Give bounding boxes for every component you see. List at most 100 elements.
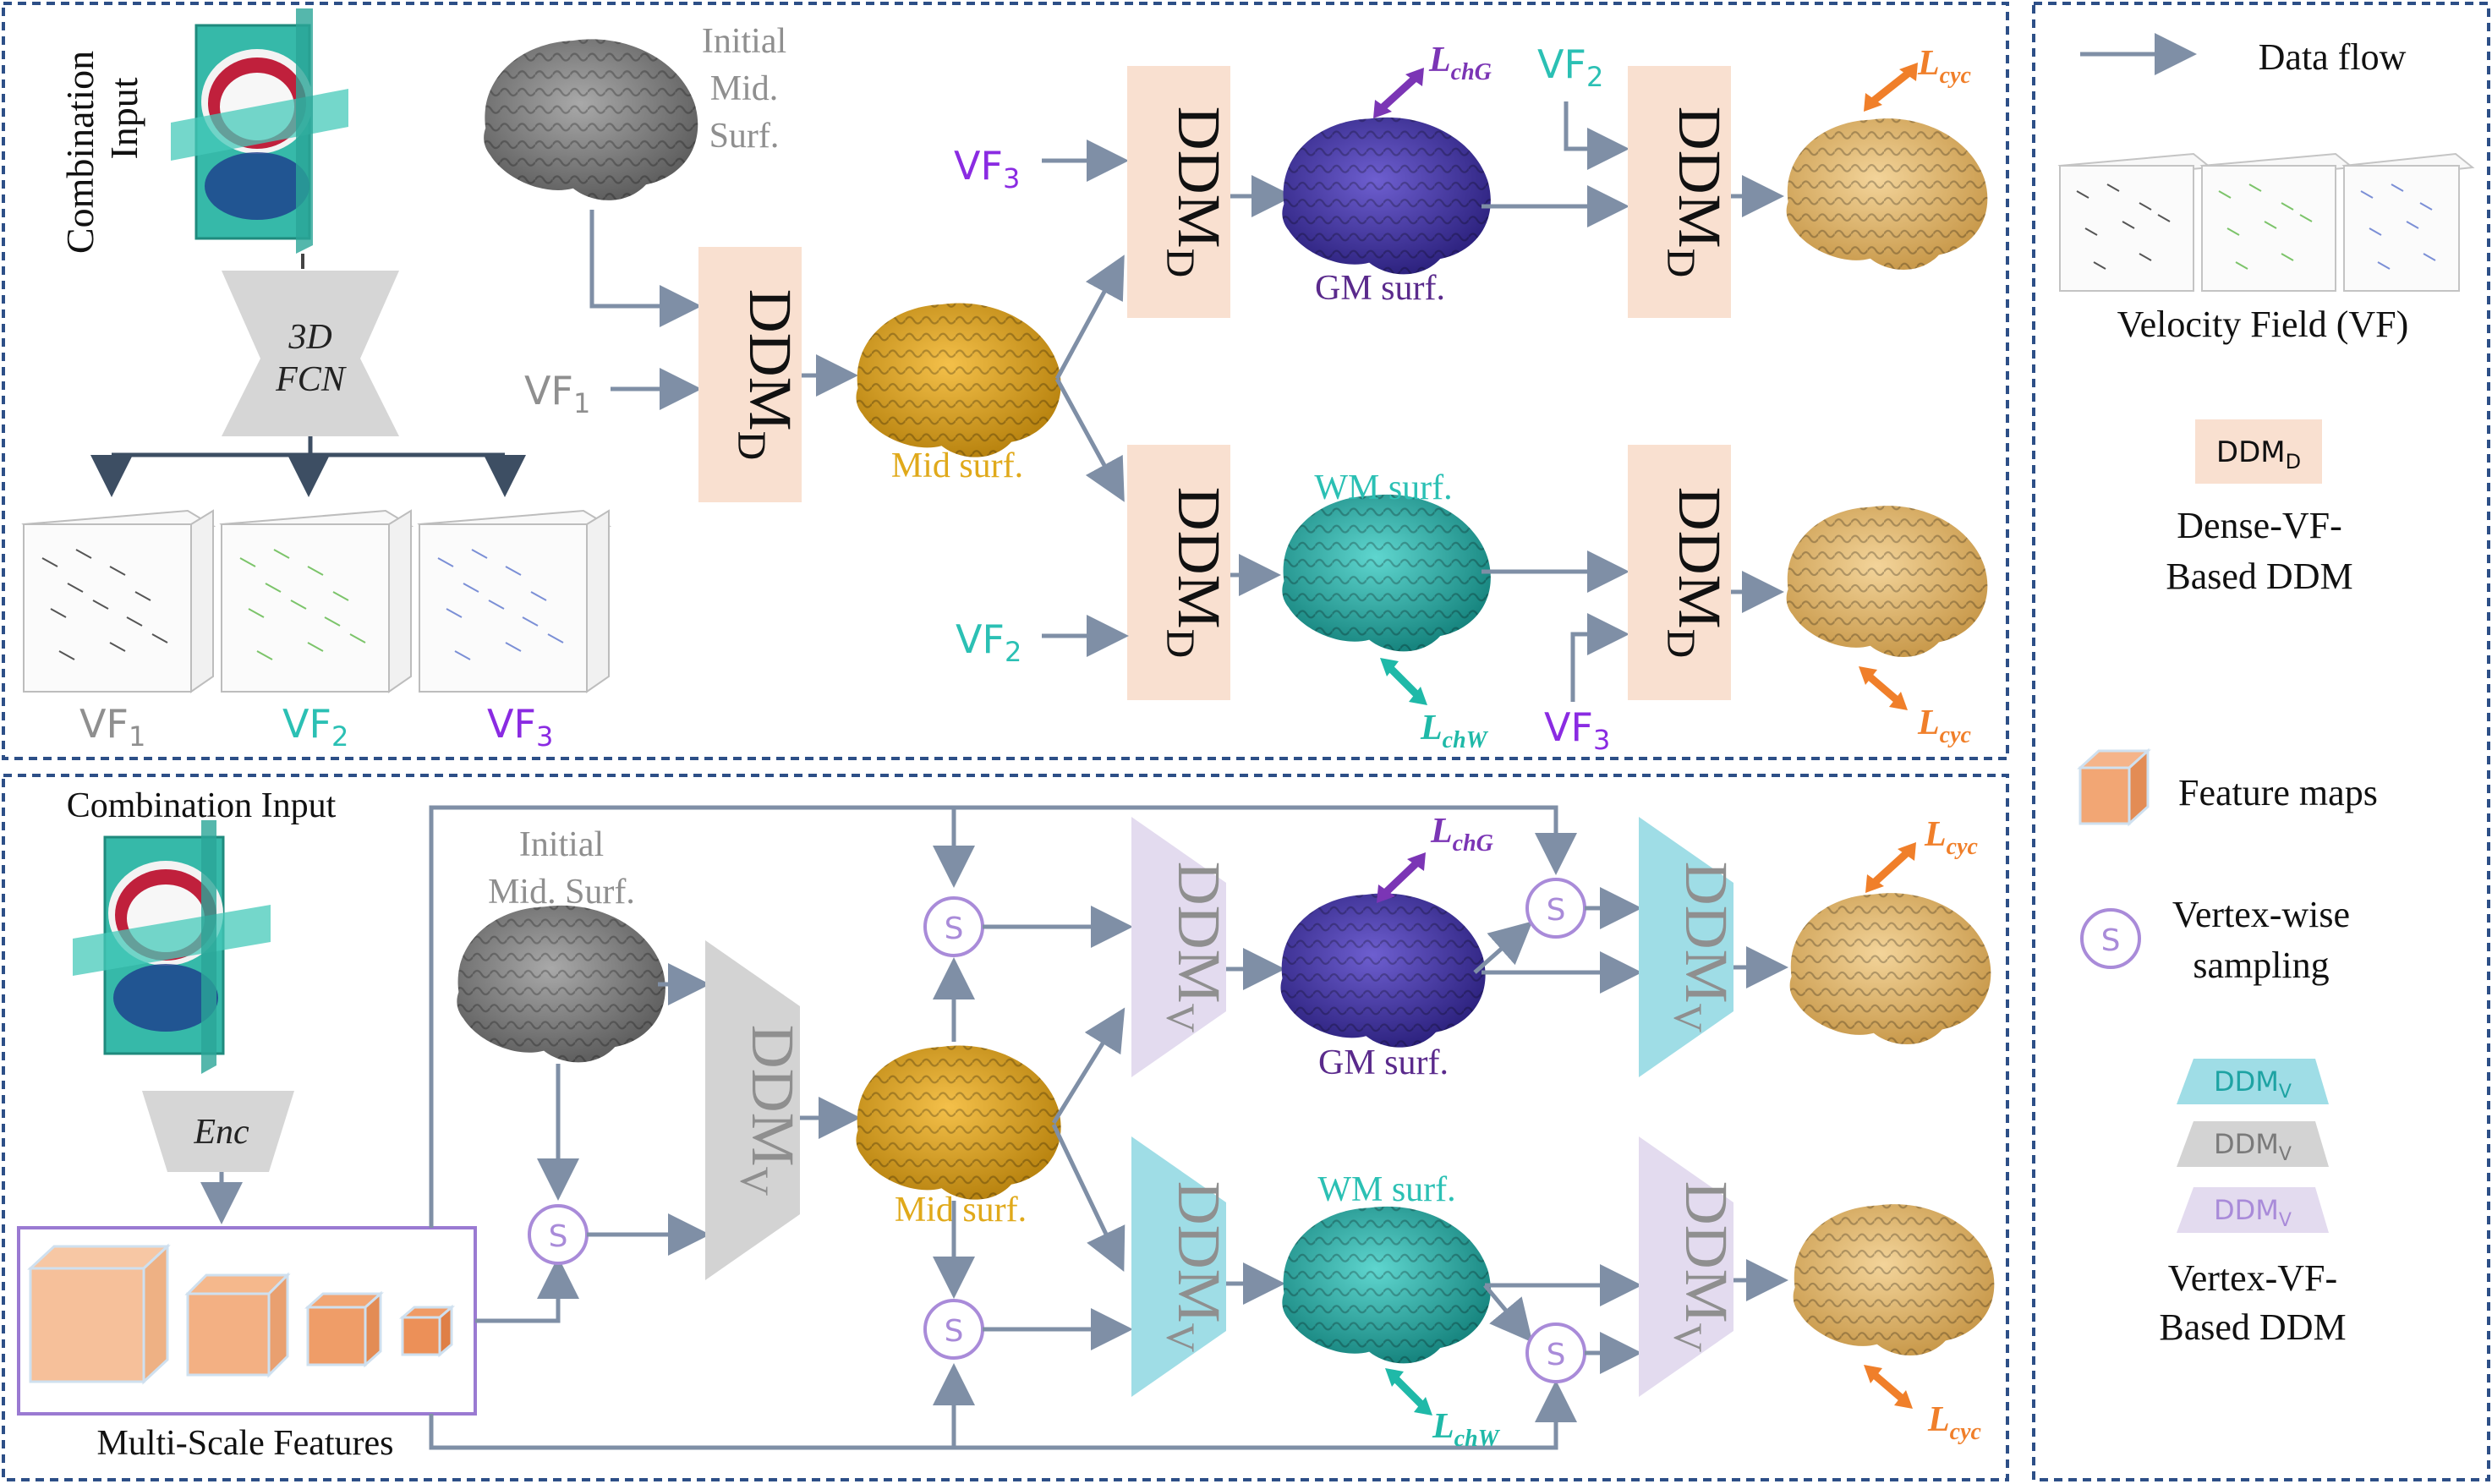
loss-chg-bottom: LchG bbox=[1377, 812, 1493, 903]
loss-chg-top: LchG bbox=[1373, 41, 1492, 118]
svg-text:Initial: Initial bbox=[519, 825, 604, 864]
ddm-v-block-lilac-gm: DDMV bbox=[1131, 817, 1233, 1077]
cube-label-vf2: VF2 bbox=[282, 701, 348, 753]
legend-vertex-vf-label-2: Based DDM bbox=[2159, 1306, 2346, 1348]
feature-line-to-s-init bbox=[475, 1257, 579, 1323]
svg-text:3D: 3D bbox=[288, 318, 331, 357]
vf-cube-gray bbox=[21, 509, 216, 693]
top-combination-input-label: Combination Input bbox=[58, 51, 145, 254]
svg-text:Lcyc: Lcyc bbox=[1927, 1400, 1982, 1445]
svg-text:Mid. Surf.: Mid. Surf. bbox=[488, 873, 635, 912]
sampling-node-gm-in: S bbox=[923, 896, 984, 957]
feature-cube-4 bbox=[398, 1304, 456, 1358]
svg-text:LchW: LchW bbox=[1420, 709, 1489, 753]
svg-text:DDMV: DDMV bbox=[2214, 1065, 2292, 1103]
multi-scale-features-box bbox=[17, 1226, 477, 1416]
loss-cyc-bottom-1: Lcyc bbox=[1865, 815, 1979, 893]
svg-text:DDMD: DDMD bbox=[1158, 487, 1233, 659]
output-surface-bottom-1 bbox=[1789, 893, 1991, 1045]
fcn-block: 3D FCN bbox=[222, 271, 399, 436]
ddm-v-block-gray: DDMV bbox=[705, 940, 807, 1280]
svg-text:DDMV: DDMV bbox=[1158, 1181, 1233, 1353]
gm-surface-top bbox=[1282, 117, 1491, 275]
vf-cube-blue bbox=[417, 509, 612, 693]
output-surface-top-1 bbox=[1786, 118, 1988, 271]
svg-text:Enc: Enc bbox=[193, 1113, 249, 1152]
gm-surface-bottom bbox=[1280, 893, 1486, 1048]
sampling-node-wm-in: S bbox=[923, 1299, 984, 1360]
legend-vertex-vf-label-1: Vertex-VF- bbox=[2168, 1257, 2337, 1299]
arrow-vf2-to-ddm-cyc bbox=[1564, 101, 1629, 170]
svg-text:S: S bbox=[1547, 893, 1566, 928]
loss-cyc-top-2: Lcyc bbox=[1859, 666, 1972, 748]
legend-data-flow-label: Data flow bbox=[2259, 36, 2407, 78]
loss-cyc-bottom-2: Lcyc bbox=[1864, 1365, 1982, 1445]
initial-mid-surf-label-bottom: Initial Mid. Surf. bbox=[488, 825, 635, 912]
mri-volume-bottom bbox=[73, 820, 271, 1074]
wm-surface-bottom bbox=[1282, 1206, 1491, 1364]
svg-text:Mid.: Mid. bbox=[710, 69, 779, 108]
feature-cube-1 bbox=[27, 1243, 171, 1385]
arrow-mid-to-ddmv-gm bbox=[1051, 1007, 1126, 1125]
svg-text:LchW: LchW bbox=[1432, 1407, 1501, 1452]
svg-text:S: S bbox=[945, 912, 964, 946]
bottom-panel-frame bbox=[2, 774, 2009, 1481]
mid-surface-top bbox=[856, 303, 1061, 457]
gm-surf-label-bottom: GM surf. bbox=[1318, 1043, 1449, 1082]
svg-text:Lcyc: Lcyc bbox=[1924, 815, 1979, 860]
bottom-combination-input-label: Combination Input bbox=[67, 786, 337, 825]
vf1-input-label: VF1 bbox=[524, 368, 590, 419]
svg-text:S: S bbox=[1547, 1338, 1566, 1372]
vf3-input-label-top: VF3 bbox=[954, 143, 1020, 194]
arrow-mid-to-ddm-gm bbox=[1054, 255, 1125, 381]
ddm-v-block-teal-wm: DDMV bbox=[1131, 1136, 1233, 1397]
ddm-d-block-wm: DDMD bbox=[1127, 445, 1233, 700]
svg-text:DDMV: DDMV bbox=[1665, 1181, 1740, 1353]
loss-chw-bottom: LchW bbox=[1385, 1368, 1501, 1452]
sampling-node-wm-out: S bbox=[1525, 1322, 1586, 1383]
legend-vertex-sampling-label-1: Vertex-wise bbox=[2172, 894, 2350, 935]
vf3-input-label-cyc: VF3 bbox=[1544, 704, 1610, 756]
arrow-init-to-ddm1 bbox=[589, 210, 702, 327]
ddm-v-block-teal-cyc: DDMV bbox=[1639, 817, 1740, 1077]
feature-cube-3 bbox=[304, 1290, 384, 1368]
output-surface-bottom-2 bbox=[1793, 1204, 1995, 1356]
feature-cube-2 bbox=[184, 1272, 291, 1378]
svg-text:Surf.: Surf. bbox=[709, 117, 780, 156]
wm-surf-label-top: WM surf. bbox=[1314, 468, 1452, 507]
svg-text:DDMV: DDMV bbox=[731, 1025, 807, 1197]
cube-label-vf1: VF1 bbox=[79, 701, 145, 753]
cube-label-vf3: VF3 bbox=[487, 701, 553, 753]
svg-text:DDMV: DDMV bbox=[1665, 862, 1740, 1033]
mri-volume-top bbox=[171, 8, 348, 254]
arrow-vf3-to-ddm-cyc bbox=[1570, 613, 1629, 702]
wm-surface-top bbox=[1282, 494, 1491, 652]
svg-text:Lcyc: Lcyc bbox=[1917, 44, 1972, 89]
svg-text:DDMV: DDMV bbox=[1158, 862, 1233, 1033]
arrow-gm-to-s bbox=[1473, 921, 1533, 974]
legend-dense-vf-label-2: Based DDM bbox=[2166, 556, 2352, 597]
svg-text:Combination: Combination bbox=[58, 51, 101, 254]
initial-mid-surface-top bbox=[484, 39, 698, 200]
loss-cyc-top-1: Lcyc bbox=[1864, 44, 1972, 112]
svg-text:S: S bbox=[2101, 923, 2121, 958]
svg-text:DDMD: DDMD bbox=[1658, 107, 1733, 278]
svg-text:DDMD: DDMD bbox=[729, 289, 804, 461]
output-surface-top-2 bbox=[1786, 506, 1988, 658]
legend-dense-vf-label-1: Dense-VF- bbox=[2177, 505, 2342, 546]
ddm-d-block-cyc-gm: DDMD bbox=[1628, 66, 1733, 318]
arrow-mid-to-ddm-wm bbox=[1054, 377, 1125, 502]
ddm-d-block-gm: DDMD bbox=[1127, 66, 1233, 318]
svg-text:LchG: LchG bbox=[1430, 812, 1493, 857]
feature-line-top bbox=[429, 805, 1577, 1228]
mid-surf-label-top: Mid surf. bbox=[891, 446, 1023, 485]
svg-text:Lcyc: Lcyc bbox=[1917, 704, 1972, 748]
arrow-wm-to-s bbox=[1483, 1284, 1533, 1343]
svg-text:DDMD: DDMD bbox=[1158, 107, 1233, 278]
legend-velocity-field-label: Velocity Field (VF) bbox=[2117, 304, 2409, 345]
svg-text:Initial: Initial bbox=[702, 22, 786, 61]
sampling-node-init: S bbox=[528, 1204, 589, 1265]
svg-text:DDMD: DDMD bbox=[2216, 435, 2301, 474]
ddm-d-block-1: DDMD bbox=[698, 247, 804, 502]
